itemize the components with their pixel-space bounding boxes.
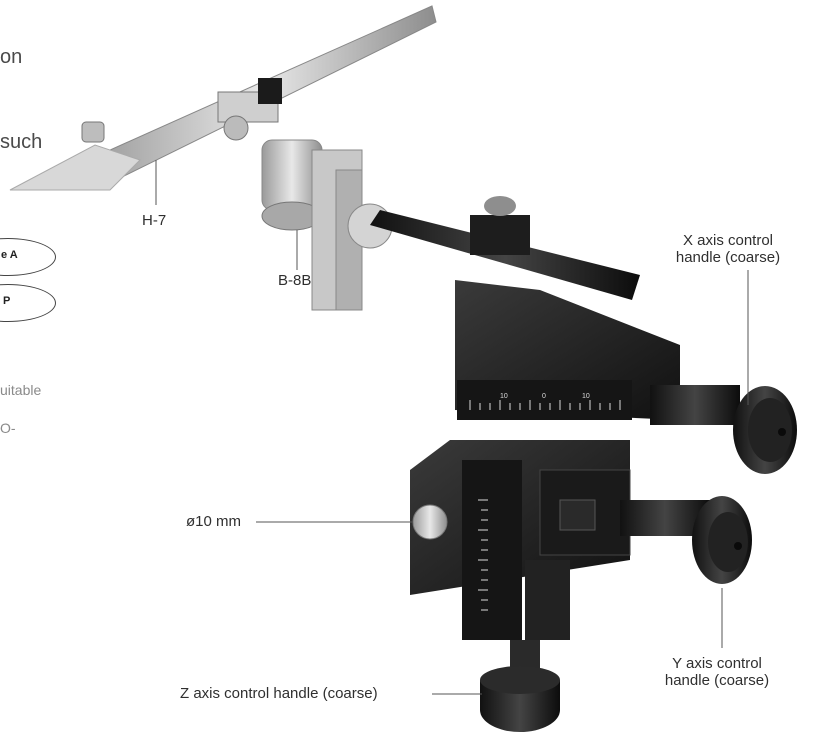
callout-x-axis-line1: X axis control (682, 232, 774, 249)
scale-tick-label: 0 (542, 393, 546, 400)
pill-label: e A (1, 249, 18, 261)
cropped-text-line: uitable (0, 382, 42, 398)
scale-tick-label: 10 (582, 393, 590, 400)
callout-diameter: ø10 mm (186, 513, 242, 530)
callout-y-axis: Y axis control handle (coarse) (652, 655, 782, 689)
holder-bar (370, 196, 640, 300)
leader-lines (155, 160, 749, 695)
callout-x-axis: X axis control handle (coarse) (668, 232, 788, 266)
h7-holder-rod (9, 5, 437, 191)
cropped-text-line: O- (0, 420, 16, 436)
cropped-text-line: on (0, 46, 23, 68)
scale-tick-label: 10 (500, 393, 508, 400)
z-axis-knob (480, 666, 560, 732)
y-axis-knob (692, 496, 752, 584)
x-axis-stage: 10 0 10 (455, 280, 740, 425)
cropped-text-line: such (0, 131, 43, 153)
x-axis-knob (733, 386, 797, 474)
callout-x-axis-line2: handle (coarse) (675, 249, 781, 266)
z-axis-stage (462, 460, 570, 670)
callout-y-axis-line2: handle (coarse) (664, 672, 770, 689)
callout-b8b: B-8B (278, 272, 312, 289)
callout-y-axis-line1: Y axis control (672, 655, 762, 672)
pill-label: P (3, 295, 11, 307)
callout-h7: H-7 (142, 212, 167, 229)
callout-z-axis: Z axis control handle (coarse) (180, 685, 378, 702)
